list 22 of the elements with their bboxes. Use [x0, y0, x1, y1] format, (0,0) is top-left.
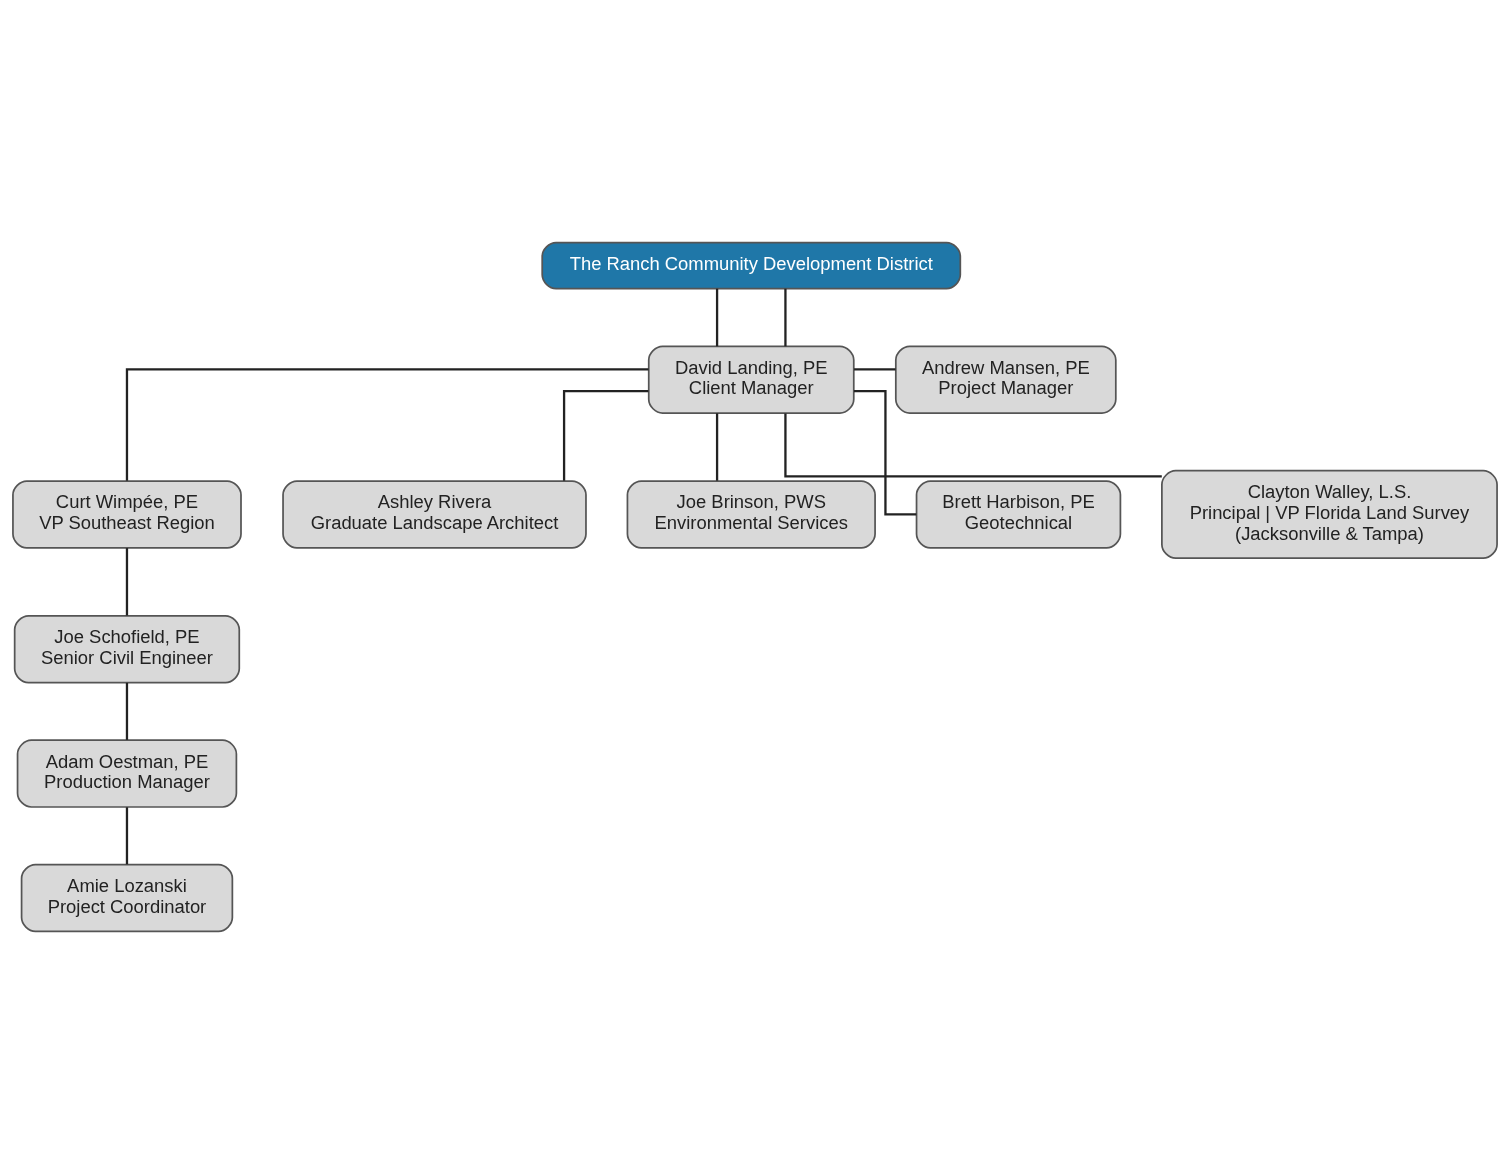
node-box: Curt Wimpée, PE VP Southeast Region — [12, 480, 242, 549]
node-box: Clayton Walley, L.S. Principal | VP Florida Land Survey (Jacksonville & Tampa) — [1161, 469, 1498, 560]
node-box: Joe Schofield, PE Senior Civil Engineer — [13, 614, 241, 684]
connector — [125, 368, 649, 481]
node-box: Adam Oestman, PE Production Manager — [16, 739, 238, 808]
connector — [784, 288, 787, 347]
node-box: David Landing, PE Client Manager — [647, 345, 855, 414]
node-box: The Ranch Community Development District — [541, 241, 962, 290]
connector — [125, 807, 129, 865]
node-box: Amie Lozanski Project Coordinator — [20, 863, 234, 933]
node-box: Joe Brinson, PWS Environmental Services — [626, 480, 876, 549]
node-box: Ashley Rivera Graduate Landscape Architect — [282, 480, 587, 549]
connector — [854, 390, 917, 516]
connector — [715, 413, 719, 481]
node-box: Brett Harbison, PE Geotechnical — [915, 480, 1122, 549]
connector — [125, 682, 129, 740]
connector — [125, 548, 129, 616]
connector — [562, 390, 649, 481]
connector — [784, 413, 1162, 478]
node-box: Andrew Mansen, PE Project Manager — [894, 345, 1117, 414]
connector — [854, 368, 896, 371]
connector — [715, 288, 719, 347]
